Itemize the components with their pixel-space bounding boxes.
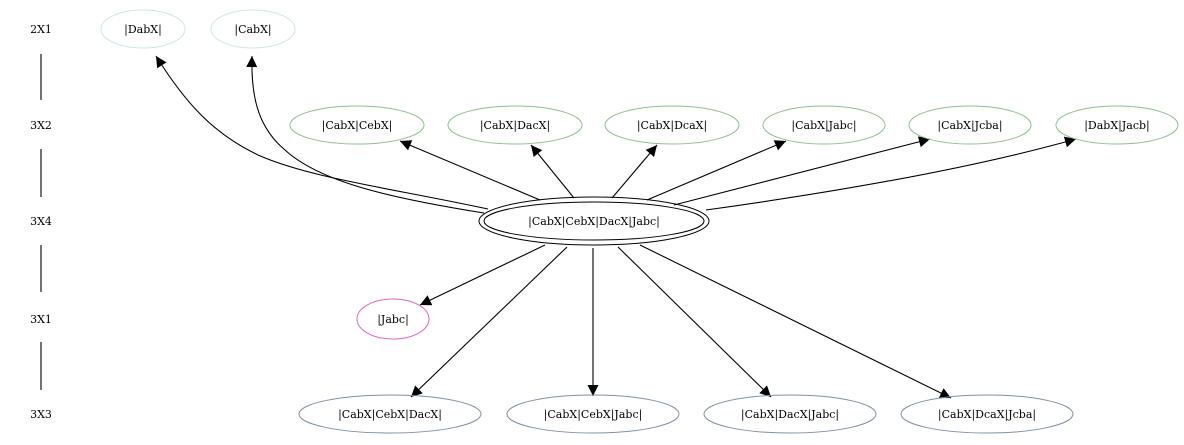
node-cabx-jabc: |CabX|Jabc| (762, 105, 886, 145)
rank-label-2x1: 2X1 (30, 23, 52, 36)
node-center: |CabX|CebX|DacX|Jabc| (478, 196, 710, 246)
edge-center-to-cabx-dcax (611, 144, 658, 199)
node-label: |CabX|CebX|DacX| (338, 408, 442, 422)
node-dabx: |DabX| (100, 9, 186, 49)
node-cabx-dcax: |CabX|DcaX| (604, 105, 740, 145)
rank-label-3x3: 3X3 (30, 408, 52, 421)
node-label: |CabX| (234, 23, 271, 37)
node-label: |CabX|DcaX| (637, 119, 707, 133)
rank-label-3x4: 3X4 (30, 215, 52, 228)
node-cabx-cebx-dacx: |CabX|CebX|DacX| (298, 394, 482, 434)
node-label: |CabX|DcaX|Jcba| (938, 408, 1036, 422)
node-cabx-cebx: |CabX|CebX| (289, 105, 425, 145)
edge-center-to-cabx-dcax-jcba (639, 244, 952, 399)
edge-center-to-cabx-cebx (399, 140, 541, 201)
edge-center-to-cabx-jabc (646, 140, 787, 201)
node-dabx-jacb: |DabX|Jacb| (1055, 105, 1179, 145)
edge-center-to-cabx-jcba (673, 136, 931, 206)
edge-center-to-cabx (246, 55, 485, 214)
node-label: |CabX|DacX| (480, 119, 550, 133)
node-jabc: |Jabc| (356, 298, 430, 340)
node-label: |CabX|DacX|Jabc| (741, 408, 839, 422)
edge-center-to-jabc (419, 244, 546, 306)
edge-center-to-dabx (155, 55, 489, 210)
node-cabx-dcax-jcba: |CabX|DcaX|Jcba| (900, 394, 1074, 434)
node-cabx-cebx-jabc: |CabX|CebX|Jabc| (506, 394, 680, 434)
node-cabx-jcba: |CabX|Jcba| (908, 105, 1032, 145)
edges (155, 55, 1077, 399)
rank-column: 2X1 3X2 3X4 3X1 3X3 (30, 23, 52, 421)
edge-center-to-cabx-cebx-dacx (410, 246, 568, 398)
node-label: |DabX|Jacb| (1084, 119, 1150, 133)
edge-center-to-dabx-jacb (705, 136, 1077, 211)
rank-label-3x2: 3X2 (30, 119, 52, 132)
nodes: |DabX| |CabX| |CabX|CebX| |CabX|DacX| |C… (100, 9, 1179, 434)
edge-center-to-cabx-dacx-jabc (617, 246, 772, 398)
rank-label-3x1: 3X1 (30, 313, 52, 326)
node-label: |CabX|Jabc| (791, 119, 856, 133)
node-cabx-dacx-jabc: |CabX|DacX|Jabc| (703, 394, 877, 434)
node-label: |DabX| (124, 23, 162, 37)
node-label: |CabX|CebX|DacX|Jabc| (528, 215, 660, 229)
node-cabx-dacx: |CabX|DacX| (447, 105, 583, 145)
edge-center-to-cabx-dacx (530, 144, 575, 199)
node-label: |Jabc| (377, 313, 409, 327)
node-label: |CabX|Jcba| (937, 119, 1002, 133)
node-cabx: |CabX| (210, 9, 296, 49)
node-label: |CabX|CebX| (322, 119, 393, 133)
node-label: |CabX|CebX|Jabc| (544, 408, 643, 422)
